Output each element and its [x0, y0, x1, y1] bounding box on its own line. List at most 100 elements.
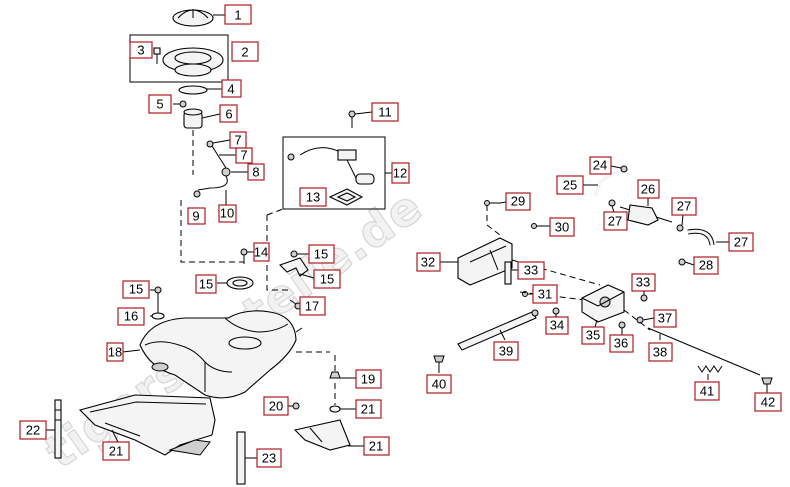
svg-text:22: 22: [26, 423, 40, 438]
svg-text:28: 28: [699, 258, 713, 273]
clamp-21c: [552, 307, 560, 315]
callout-29[interactable]: 33: [517, 261, 545, 280]
callout-38[interactable]: 22: [19, 420, 47, 440]
svg-text:11: 11: [378, 105, 392, 120]
nut-33b: [761, 377, 773, 385]
svg-text:15: 15: [320, 272, 334, 287]
bolt-27b: [531, 223, 544, 229]
fuel-hose-25: [687, 228, 715, 246]
svg-text:7: 7: [240, 148, 247, 163]
callout-30[interactable]: 39: [493, 341, 519, 361]
svg-text:33: 33: [636, 275, 650, 290]
callout-21a[interactable]: 24: [589, 156, 612, 175]
callout-15b[interactable]: 20: [263, 396, 289, 416]
callout-24[interactable]: 26: [637, 179, 660, 199]
callout-9[interactable]: 15: [195, 274, 217, 294]
svg-text:37: 37: [658, 311, 672, 326]
bolt-15b: [292, 402, 300, 410]
callout-21b[interactable]: 27: [603, 211, 628, 231]
tank-cap-cover: [172, 9, 214, 27]
callout-33b[interactable]: 42: [754, 392, 782, 412]
svg-text:16: 16: [124, 309, 138, 324]
washer-18: [329, 405, 341, 413]
callout-23[interactable]: 27: [671, 197, 697, 216]
svg-text:31: 31: [538, 287, 552, 302]
callout-8[interactable]: 10: [218, 204, 237, 223]
callout-18[interactable]: 21: [355, 399, 382, 419]
callout-13[interactable]: 16: [117, 307, 145, 326]
callout-21c[interactable]: 34: [545, 316, 569, 335]
callout-11[interactable]: 5: [148, 94, 172, 114]
svg-text:10: 10: [220, 206, 234, 221]
tank-frame-36: [78, 394, 216, 456]
callout-39[interactable]: 13: [299, 187, 327, 207]
svg-text:7: 7: [234, 133, 241, 148]
clip-11: [179, 100, 187, 108]
callout-4[interactable]: 6: [219, 104, 238, 123]
callout-1[interactable]: 18: [106, 342, 124, 362]
callout-17[interactable]: 21: [363, 436, 390, 456]
rod-37: [236, 431, 246, 485]
svg-text:23: 23: [262, 451, 276, 466]
callout-15c[interactable]: 33: [631, 273, 656, 292]
callout-34[interactable]: 38: [648, 342, 673, 362]
svg-text:13: 13: [306, 190, 320, 205]
callout-22[interactable]: 25: [556, 175, 584, 195]
callout-20[interactable]: 15: [313, 269, 341, 289]
callout-27c[interactable]: 31: [532, 284, 558, 304]
callout-32[interactable]: 35: [581, 326, 605, 345]
rod-30: [457, 309, 539, 351]
callout-2[interactable]: 12: [391, 162, 410, 184]
callout-5[interactable]: 7: [229, 131, 247, 149]
svg-text:17: 17: [305, 299, 319, 314]
callout-37[interactable]: 23: [256, 448, 282, 468]
callout-10[interactable]: 11: [371, 102, 399, 122]
callout-25[interactable]: 27: [728, 232, 754, 252]
svg-text:15: 15: [199, 277, 213, 292]
svg-text:33: 33: [524, 263, 538, 278]
callout-42[interactable]: 3: [129, 41, 153, 59]
svg-text:21: 21: [369, 439, 383, 454]
callout-12[interactable]: 4: [221, 79, 242, 98]
callout-15d[interactable]: 36: [609, 334, 634, 353]
callout-27a[interactable]: 29: [505, 192, 531, 211]
svg-text:27: 27: [677, 199, 691, 214]
svg-text:4: 4: [227, 82, 234, 97]
svg-text:35: 35: [586, 328, 600, 343]
mount-bracket-17: [293, 419, 351, 451]
callout-6[interactable]: 7: [235, 147, 253, 164]
svg-text:36: 36: [614, 336, 628, 351]
callout-41[interactable]: 2: [231, 41, 259, 62]
washer-13: [151, 312, 165, 320]
callout-3[interactable]: 14: [253, 242, 270, 262]
fuel-hose-22: [594, 170, 619, 197]
svg-text:30: 30: [555, 220, 569, 235]
clamp-23: [676, 224, 684, 232]
callout-40[interactable]: 1: [224, 4, 252, 25]
svg-text:15: 15: [129, 282, 143, 297]
callout-19[interactable]: 19: [355, 369, 382, 389]
svg-text:40: 40: [432, 377, 446, 392]
callout-26[interactable]: 28: [693, 256, 719, 275]
clamp-26: [678, 258, 686, 266]
svg-text:34: 34: [550, 318, 564, 333]
svg-text:8: 8: [252, 165, 259, 180]
screw-10: [348, 110, 356, 128]
callout-15a[interactable]: 15: [308, 244, 335, 264]
svg-text:27: 27: [734, 235, 748, 250]
callout-7a[interactable]: 8: [247, 163, 265, 181]
nut-19: [329, 371, 341, 379]
callout-16[interactable]: 17: [299, 296, 326, 316]
callout-33a[interactable]: 37: [653, 309, 677, 328]
callout-31[interactable]: 40: [426, 374, 452, 394]
callout-27b[interactable]: 30: [549, 217, 575, 237]
callout-36[interactable]: 21: [102, 441, 130, 461]
cap-screw: [153, 47, 161, 64]
callout-7b[interactable]: 9: [187, 207, 206, 225]
svg-text:14: 14: [254, 245, 268, 260]
callout-28[interactable]: 32: [416, 252, 441, 272]
svg-text:32: 32: [421, 255, 435, 270]
callout-35[interactable]: 41: [694, 381, 720, 401]
svg-text:2: 2: [241, 45, 248, 60]
callout-14[interactable]: 15: [122, 280, 150, 299]
